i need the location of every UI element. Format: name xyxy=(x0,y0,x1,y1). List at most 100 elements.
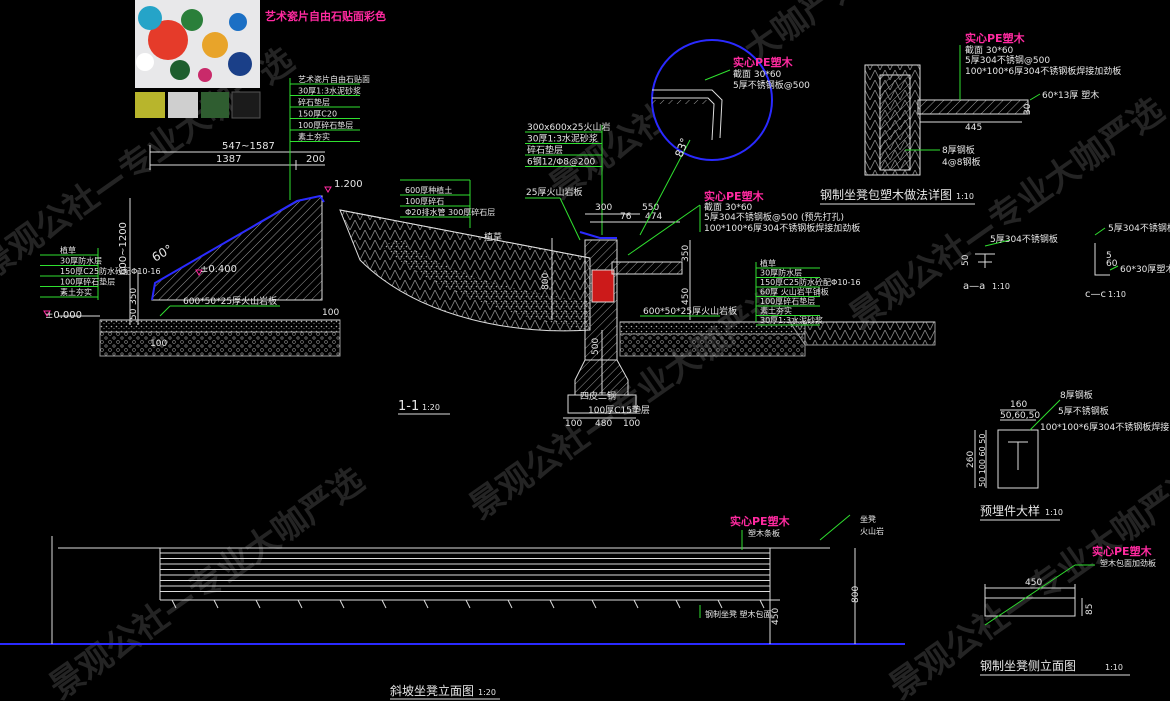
layer-label: 600厚种植土 xyxy=(405,185,452,195)
level-top: 1.200 xyxy=(334,179,363,190)
circle-detail-title: 实心PE塑木 xyxy=(733,55,794,69)
embedded-note-3: 100*100*6厚304不锈钢板焊接 xyxy=(1040,421,1169,433)
layer-label: 30厚防水层 xyxy=(760,268,802,278)
embedded-dim-160: 160 xyxy=(1010,400,1027,410)
section-aa-dim: 50 xyxy=(961,254,971,266)
embedded-title: 预埋件大样 xyxy=(980,503,1040,518)
side-view: 450 85 实心PE塑木 塑木包面加劲板 钢制坐凳侧立面图 1:10 xyxy=(980,544,1156,676)
dim-100b: 100 xyxy=(623,419,640,429)
layer-label: 30厚防水层 xyxy=(60,256,102,266)
section-1-1-scale: 1:20 xyxy=(422,403,440,412)
detail-steel-note-title: 实心PE塑木 xyxy=(965,31,1026,45)
support-leg xyxy=(717,599,723,609)
dim-76: 76 xyxy=(620,212,632,222)
section-aa-scale: 1:10 xyxy=(992,282,1010,291)
layer-label: 碎石垫层 xyxy=(527,144,563,156)
layer-label: 300x600x25火山岩 xyxy=(527,121,610,133)
dim-474: 474 xyxy=(645,212,662,222)
layer-label: Φ20排水管 300厚碎石层 xyxy=(405,207,495,217)
embedded-note-1: 8厚钢板 xyxy=(1060,389,1093,401)
side-view-dim-450: 450 xyxy=(1025,578,1042,588)
dim-300: 300 xyxy=(595,203,612,213)
dim-30: 30 xyxy=(1023,103,1033,115)
layer-label: 6钢12/Φ8@200 xyxy=(527,156,595,168)
footing-note-2: 100厚C15垫层 xyxy=(588,404,650,416)
mosaic-photo xyxy=(135,0,261,119)
support-leg xyxy=(213,599,219,609)
layer-label: 素土夯实 xyxy=(298,132,330,142)
mosaic-note: 艺术瓷片自由石贴面彩色 xyxy=(265,9,386,23)
layer-label: 60厚 火山岩平铺板 xyxy=(760,287,829,297)
dim-445: 445 xyxy=(965,123,982,133)
side-view-scale: 1:10 xyxy=(1105,663,1123,672)
dim-350-right: 350 xyxy=(681,245,691,262)
layer-label: 30厚1:3水泥砂浆 xyxy=(760,315,823,325)
section-1-1: 547~1587 1387 200 600~1200 350 50 60° 10… xyxy=(40,74,450,415)
dim-50: 50 xyxy=(129,308,139,320)
layer-label: 100厚碎石垫层 xyxy=(760,296,815,306)
support-leg xyxy=(255,599,261,609)
section-cc: 5厚304不锈钢板 60*30厚塑木 5 60 c—c 1:10 xyxy=(1085,222,1170,300)
section-aa-title: a—a xyxy=(963,281,985,292)
dim-600-1200: 600~1200 xyxy=(118,222,129,275)
slope-stone-note: 25厚火山岩板 xyxy=(526,186,582,198)
detail-steel-lower-2: 4@8钢板 xyxy=(942,156,980,168)
elevation-note-title: 实心PE塑木 xyxy=(730,514,791,528)
layer-label: 150厚C25防水砼配Φ10-16 xyxy=(760,277,861,287)
elevation-dim-450: 450 xyxy=(771,608,781,625)
detail-steel-side-note: 60*13厚 塑木 xyxy=(1042,89,1099,101)
section-cc-note-2: 60*30厚塑木 xyxy=(1120,263,1170,275)
support-leg xyxy=(507,599,513,609)
section-1-1-title: 1-1 xyxy=(398,399,419,414)
side-view-note-title: 实心PE塑木 xyxy=(1092,544,1153,558)
elevation-note-sub: 塑木条板 xyxy=(748,528,780,538)
support-leg xyxy=(549,599,555,609)
elevation-dim-800: 800 xyxy=(851,586,861,603)
bench-note-line-3: 100*100*6厚304不锈钢板焊接加劲板 xyxy=(704,222,860,234)
layer-label: 30厚1:3水泥砂浆 xyxy=(527,133,598,145)
bench-note: 实心PE塑木 截面 30*60 5厚304不锈钢板@500 (预先打孔) 100… xyxy=(627,189,860,256)
support-leg xyxy=(633,599,639,609)
side-view-title: 钢制坐凳侧立面图 xyxy=(980,658,1076,673)
elevation: 800 450 实心PE塑木 塑木条板 坐凳 火山岩 钢制坐凳 塑木包面 斜坡坐… xyxy=(0,514,905,700)
circle-detail-line-1: 截面 30*60 xyxy=(733,68,782,80)
slope-bottom-note: 600*50*25厚火山岩板 xyxy=(643,305,737,317)
layer-label: 素土夯实 xyxy=(60,287,92,297)
dim-550: 550 xyxy=(642,203,659,213)
dim-500: 500 xyxy=(591,338,601,355)
circle-angle: 83° xyxy=(673,136,692,159)
dim-350: 350 xyxy=(129,288,139,305)
dim-1387: 1387 xyxy=(216,154,241,165)
layer-label: 艺术瓷片自由石贴面 xyxy=(298,74,370,84)
section-cc-dim-1: 5 xyxy=(1106,251,1112,261)
level-mid: ±0.400 xyxy=(200,264,237,275)
detail-steel-title: 钢制坐凳包塑木做法详图 xyxy=(820,187,952,202)
section-cc-scale: 1:10 xyxy=(1108,290,1126,299)
support-leg xyxy=(465,599,471,609)
embedded-dim-260: 260 xyxy=(966,451,976,468)
layer-label: 150厚C25防水砼配Φ10-16 xyxy=(60,266,161,276)
section-aa: 5厚304不锈钢板 50 a—a 1:10 xyxy=(961,233,1058,292)
embedded-note-2: 5厚不锈钢板 xyxy=(1058,405,1109,417)
bench-note-line-1: 截面 30*60 xyxy=(704,201,753,213)
dim-200: 200 xyxy=(306,154,325,165)
support-leg xyxy=(297,599,303,609)
dim-480: 480 xyxy=(595,419,612,429)
layer-label: 150厚C20 xyxy=(298,110,337,119)
elevation-slats xyxy=(160,552,770,592)
slope-grass-label: 植草 xyxy=(484,231,502,243)
layer-label: 100厚碎石垫层 xyxy=(60,277,115,287)
layer-label: 素土夯实 xyxy=(760,306,792,316)
support-leg xyxy=(423,599,429,609)
circle-detail-line-2: 5厚不锈钢板@500 xyxy=(733,79,810,91)
dim-100a: 100 xyxy=(565,419,582,429)
elevation-scale: 1:20 xyxy=(478,688,496,697)
dim-800: 800 xyxy=(541,273,551,290)
level-ground: ±0.000 xyxy=(45,310,82,321)
circle-detail: 83° 实心PE塑木 截面 30*60 5厚不锈钢板@500 xyxy=(639,39,810,236)
